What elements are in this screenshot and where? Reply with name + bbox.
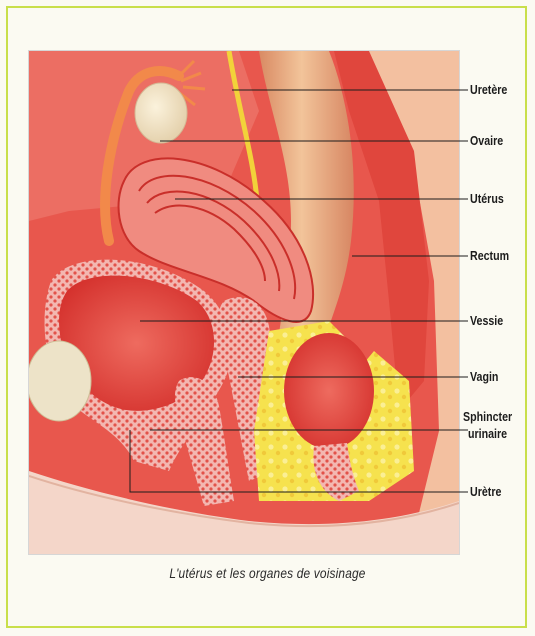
label-rectum: Rectum [470,248,509,264]
label-uterus: Utérus [470,191,504,207]
ovary-shape [135,83,187,143]
label-vessie: Vessie [470,313,503,329]
label-ovaire: Ovaire [470,133,503,149]
label-uretre: Urètre [470,484,501,500]
figure-caption: L'utérus et les organes de voisinage [0,565,535,581]
rectal-ampulla [284,333,374,449]
anatomy-illustration [28,50,460,555]
label-sphincter-line1: Sphincter [463,409,512,425]
label-vagin: Vagin [470,369,498,385]
pubic-bone [29,341,91,421]
label-sphincter-line2: urinaire [468,426,507,442]
label-uretere: Uretère [470,82,507,98]
